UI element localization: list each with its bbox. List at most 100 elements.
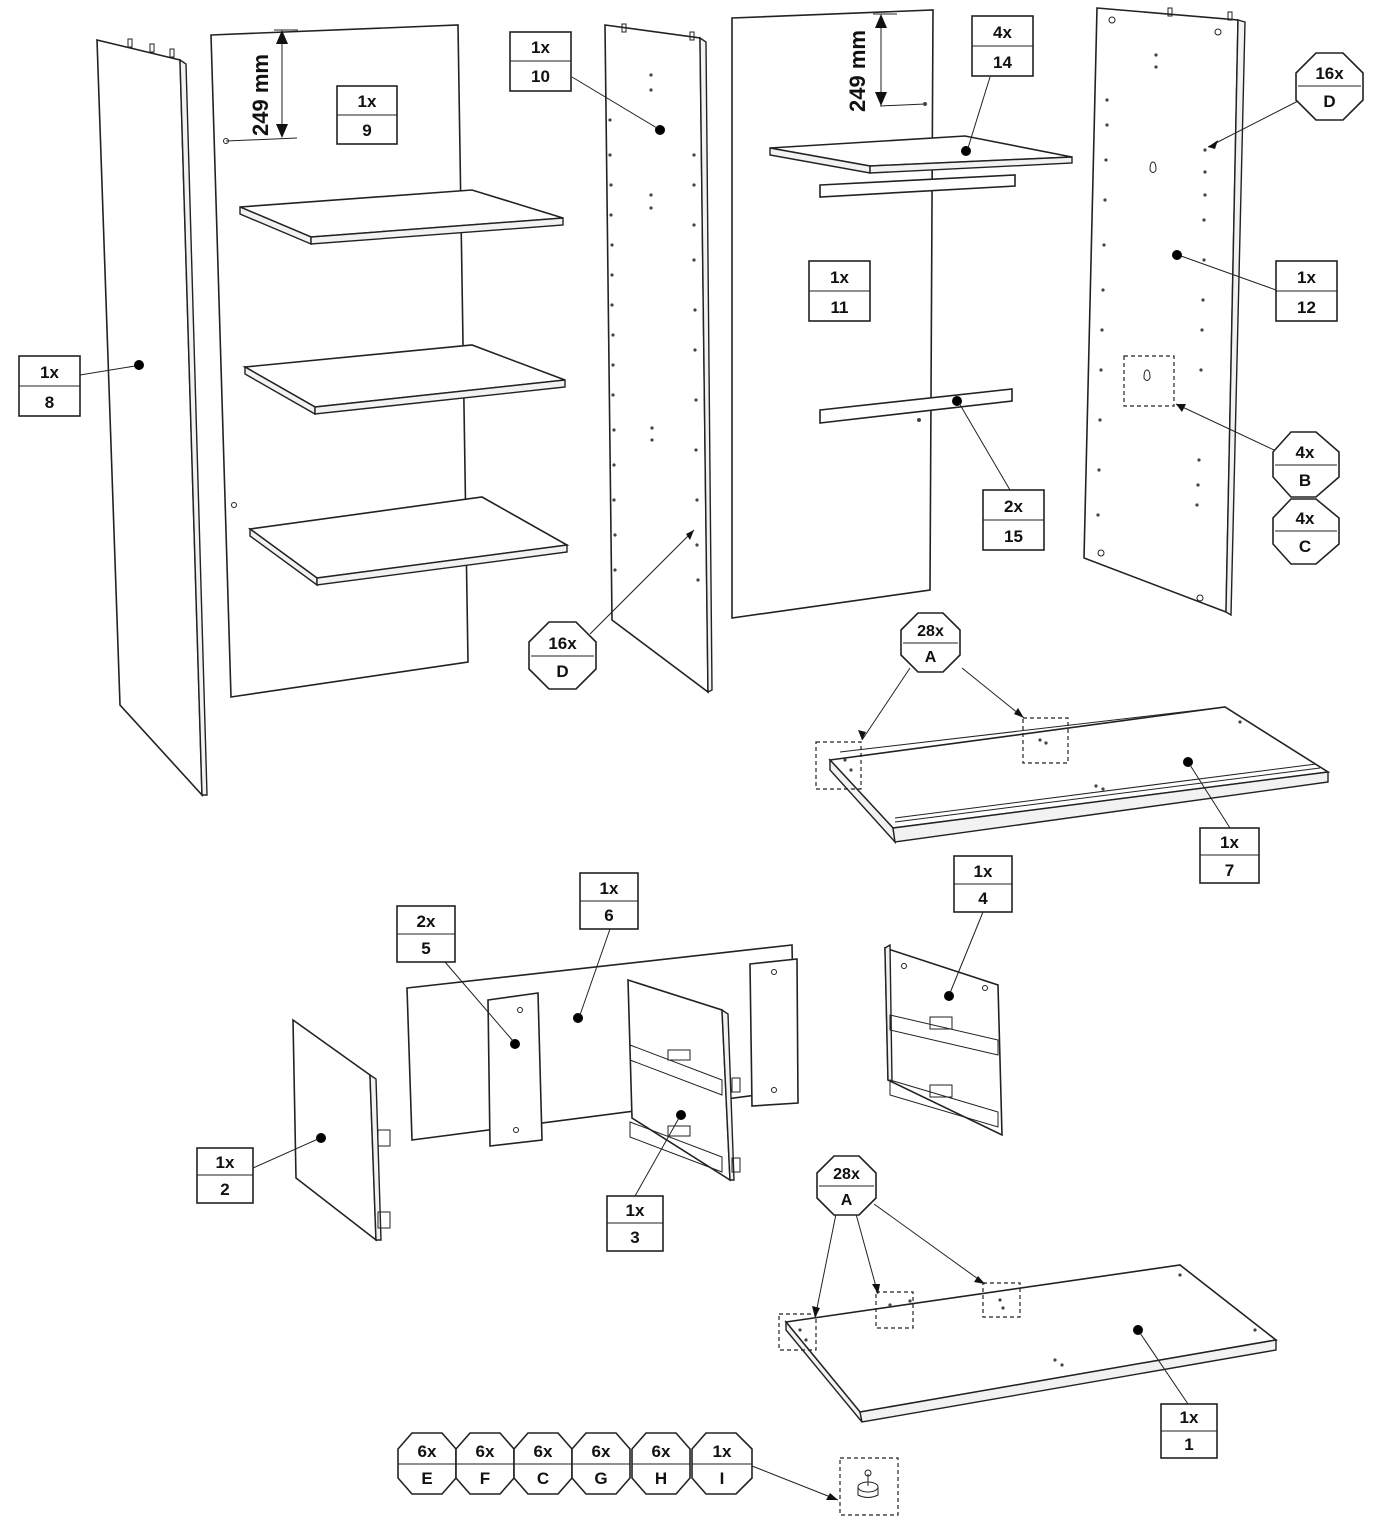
detail-box-7b bbox=[1022, 717, 1069, 764]
part-tag-6: 1x 6 bbox=[579, 872, 639, 930]
part-tag-3: 1x 3 bbox=[606, 1195, 664, 1252]
hardware-qty: 16x bbox=[548, 634, 577, 653]
part-tag-number: 15 bbox=[1004, 527, 1023, 546]
board-1 bbox=[778, 1264, 1278, 1423]
hardware-qty: 6x bbox=[418, 1442, 437, 1461]
hardware-code: C bbox=[1299, 537, 1311, 556]
part-tag-12: 1x 12 bbox=[1275, 260, 1338, 322]
part-tag-14: 4x 14 bbox=[971, 15, 1034, 77]
part-tag-qty: 4x bbox=[993, 23, 1012, 42]
panel-6 bbox=[406, 944, 796, 1141]
hardware-qty: 6x bbox=[534, 1442, 553, 1461]
detail-box-1b bbox=[875, 1291, 914, 1329]
hardware-tag-G: 6x G bbox=[571, 1432, 631, 1495]
hardware-code: I bbox=[720, 1469, 725, 1488]
part-tag-qty: 1x bbox=[600, 879, 619, 898]
shelves-stack bbox=[239, 189, 570, 587]
hardware-tag-E: 6x E bbox=[397, 1432, 457, 1495]
part-tag-number: 9 bbox=[362, 121, 371, 140]
part-marker-7 bbox=[1183, 757, 1193, 767]
panel-12 bbox=[1083, 7, 1246, 617]
part-tag-qty: 1x bbox=[1180, 1408, 1199, 1427]
hardware-qty: 28x bbox=[917, 623, 944, 640]
part-marker-4 bbox=[944, 991, 954, 1001]
part-tag-number: 11 bbox=[831, 298, 849, 317]
part-tag-5: 2x 5 bbox=[396, 905, 456, 963]
part-tag-8: 1x 8 bbox=[18, 355, 81, 417]
dimension-label-right: 249 mm bbox=[845, 30, 870, 112]
rails-15 bbox=[819, 174, 1016, 424]
part-marker-15 bbox=[952, 396, 962, 406]
part-tag-qty: 1x bbox=[531, 38, 550, 57]
hardware-tag-D-right: 16x D bbox=[1295, 52, 1364, 121]
dimension-right: 249 mm bbox=[845, 13, 897, 112]
hardware-code: D bbox=[1323, 92, 1335, 111]
part-tag-number: 2 bbox=[220, 1180, 229, 1199]
hardware-code: A bbox=[925, 649, 937, 666]
hardware-tag-A-bottom: 28x A bbox=[816, 1155, 877, 1216]
part-tag-number: 4 bbox=[978, 889, 988, 908]
hardware-qty: 1x bbox=[713, 1442, 732, 1461]
part-tag-10: 1x 10 bbox=[509, 31, 572, 92]
part-tag-qty: 1x bbox=[216, 1153, 235, 1172]
part-tag-number: 7 bbox=[1225, 861, 1234, 880]
hardware-tag-A-top: 28x A bbox=[900, 612, 961, 673]
part-tag-number: 6 bbox=[604, 906, 613, 925]
part-tag-4: 1x 4 bbox=[953, 855, 1013, 913]
part-tag-2: 1x 2 bbox=[196, 1147, 254, 1204]
hardware-qty: 4x bbox=[1296, 509, 1315, 528]
part-tag-number: 14 bbox=[993, 53, 1012, 72]
detail-box-1a bbox=[778, 1313, 817, 1351]
hardware-tag-B: 4x B bbox=[1272, 431, 1340, 498]
part-marker-10 bbox=[655, 125, 665, 135]
part-tag-9: 1x 9 bbox=[336, 85, 398, 145]
hardware-code: A bbox=[841, 1192, 853, 1209]
part-marker-14 bbox=[961, 146, 971, 156]
hardware-code: C bbox=[537, 1469, 549, 1488]
part-marker-6 bbox=[573, 1013, 583, 1023]
part-tag-qty: 1x bbox=[626, 1201, 645, 1220]
board-7 bbox=[815, 706, 1331, 845]
part-marker-5 bbox=[510, 1039, 520, 1049]
hardware-tag-F: 6x F bbox=[455, 1432, 515, 1495]
hardware-code: B bbox=[1299, 471, 1311, 490]
hardware-qty: 6x bbox=[652, 1442, 671, 1461]
hardware-tag-D-left: 16x D bbox=[528, 621, 597, 690]
part-tag-number: 12 bbox=[1297, 298, 1316, 317]
part-tag-number: 1 bbox=[1184, 1435, 1193, 1454]
detail-box-7a bbox=[815, 741, 862, 790]
leveling-foot-detail bbox=[839, 1457, 899, 1516]
dimension-left: 249 mm bbox=[248, 29, 298, 138]
part-tag-number: 10 bbox=[531, 67, 550, 86]
part-tag-qty: 1x bbox=[1297, 268, 1316, 287]
part-marker-1 bbox=[1133, 1325, 1143, 1335]
side-3 bbox=[627, 978, 741, 1182]
hardware-qty: 4x bbox=[1296, 443, 1315, 462]
side-2 bbox=[292, 1018, 391, 1242]
part-tag-qty: 1x bbox=[830, 268, 849, 287]
dimension-label-left: 249 mm bbox=[248, 54, 273, 136]
part-tag-11: 1x 11 bbox=[808, 260, 871, 322]
detail-box-hinge bbox=[1123, 355, 1175, 407]
divider-5 bbox=[487, 992, 543, 1147]
hardware-code: H bbox=[655, 1469, 667, 1488]
hardware-qty: 28x bbox=[833, 1166, 860, 1183]
hardware-code: F bbox=[480, 1469, 490, 1488]
side-4 bbox=[884, 943, 1003, 1137]
hardware-qty: 6x bbox=[476, 1442, 495, 1461]
part-tag-qty: 1x bbox=[974, 862, 993, 881]
part-tag-qty: 1x bbox=[1220, 833, 1239, 852]
part-tag-qty: 2x bbox=[417, 912, 436, 931]
panel-8 bbox=[96, 38, 208, 798]
part-tag-number: 8 bbox=[45, 393, 54, 412]
part-marker-3 bbox=[676, 1110, 686, 1120]
hardware-code: G bbox=[594, 1469, 607, 1488]
shelf-14 bbox=[769, 135, 1073, 174]
part-marker-12 bbox=[1172, 250, 1182, 260]
hardware-tag-C: 4x C bbox=[1272, 498, 1340, 565]
part-tag-1: 1x 1 bbox=[1160, 1403, 1218, 1459]
part-tag-number: 3 bbox=[630, 1228, 639, 1247]
part-marker-8 bbox=[134, 360, 144, 370]
hardware-tag-C-bag: 6x C bbox=[513, 1432, 573, 1495]
